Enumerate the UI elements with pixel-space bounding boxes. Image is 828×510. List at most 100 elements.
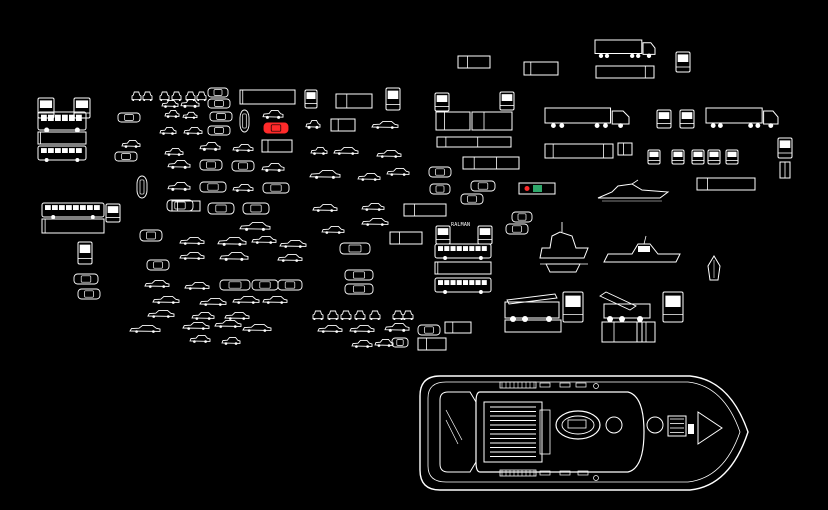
wheel <box>183 187 187 191</box>
car-top-view <box>242 202 270 215</box>
wheel <box>377 318 380 320</box>
car-cabin <box>80 275 92 283</box>
wheel <box>402 328 406 332</box>
wheel <box>138 99 141 101</box>
wheel <box>307 125 311 129</box>
truck-cab <box>642 42 656 55</box>
wheel <box>337 152 341 155</box>
car-front-view <box>131 91 142 101</box>
car-side-view <box>310 146 328 155</box>
car-cabin <box>512 225 522 233</box>
car-side-view <box>167 182 191 191</box>
wheel <box>261 227 265 231</box>
car-side-view <box>239 222 271 231</box>
truck-cab <box>763 110 779 125</box>
crane-body <box>603 303 651 319</box>
truck-front-b <box>499 91 515 111</box>
wheel <box>192 116 196 119</box>
car-roof-outline <box>262 182 290 194</box>
car-front-view <box>171 91 182 101</box>
car-cabin <box>477 182 489 190</box>
car-top-view <box>207 202 235 215</box>
long-trailer-plan <box>436 136 512 148</box>
bus-front-d <box>435 225 451 245</box>
truck-plan-h <box>779 161 791 179</box>
wheel <box>361 178 365 181</box>
car-side-view <box>214 319 242 328</box>
car-side-view <box>182 321 210 330</box>
wheel <box>362 318 365 320</box>
car-cabin <box>270 184 282 192</box>
car-front-view <box>354 310 366 320</box>
car-body-outline <box>376 149 402 157</box>
car-body-outline <box>189 334 211 342</box>
car-roof-outline <box>139 229 163 242</box>
wheel <box>355 318 358 320</box>
car-roof-outline <box>344 269 374 281</box>
car-side-view <box>217 237 247 246</box>
car-front-outline <box>196 91 207 101</box>
car-top-view <box>417 324 441 336</box>
wheel <box>710 123 716 128</box>
firetruck-plan-b <box>636 321 656 343</box>
bus-front-outline <box>73 97 91 119</box>
wheel <box>646 53 652 58</box>
boat-blocks-group <box>539 179 721 281</box>
car-body-outline <box>164 147 184 155</box>
deck-fitting <box>559 470 571 476</box>
wheel <box>197 242 201 245</box>
bus-window <box>438 280 444 285</box>
car-body-outline <box>179 251 205 259</box>
bus-front-outline <box>105 203 121 223</box>
windshield <box>107 206 119 213</box>
plan-outline <box>403 203 447 217</box>
trailer-box <box>594 39 643 54</box>
car-side-view <box>164 109 180 118</box>
car-roof-outline <box>73 273 99 285</box>
car-front-outline <box>402 310 414 320</box>
car-top-view <box>344 269 374 281</box>
car-cabin <box>396 339 404 346</box>
boat-hull <box>707 255 721 281</box>
wheel <box>603 123 608 128</box>
windshield <box>479 228 491 235</box>
windshield <box>501 94 513 101</box>
stern-glare-b <box>445 419 459 445</box>
car-side-view <box>129 324 161 333</box>
firetruck-front-b <box>662 291 684 323</box>
wheel <box>410 318 413 320</box>
bus-window <box>41 114 47 121</box>
yacht-side-view-b <box>603 235 681 263</box>
car-body-outline <box>361 202 385 210</box>
bus-side-double <box>37 111 87 133</box>
car-roof-outline <box>209 111 233 122</box>
car-body-outline <box>361 217 389 225</box>
wheel <box>171 165 175 169</box>
wheel <box>193 104 197 108</box>
stern-glare-a <box>445 409 463 441</box>
car-body-outline <box>129 324 161 332</box>
bus-front-outline <box>662 291 684 323</box>
car-body-outline <box>262 295 288 303</box>
bus-window <box>450 246 456 251</box>
pickup-plan <box>330 118 356 132</box>
hatch-rail <box>539 409 551 455</box>
car-roof-outline <box>391 337 409 348</box>
wheel <box>403 318 406 320</box>
car-side-view <box>277 253 303 262</box>
car-body-outline <box>333 146 359 154</box>
wheel <box>322 152 325 155</box>
wheel <box>203 99 206 101</box>
car-cabin <box>435 168 445 176</box>
car-top-view <box>77 288 101 300</box>
wheel <box>376 126 380 129</box>
truck-front-small-2 <box>691 149 705 165</box>
yacht-mast <box>631 179 639 185</box>
wheel <box>247 329 251 332</box>
car-front-outline <box>171 91 182 101</box>
car-body-outline <box>199 142 221 150</box>
car-body-outline <box>179 236 205 244</box>
bus-front-outline <box>777 137 793 159</box>
windshield <box>306 92 316 99</box>
